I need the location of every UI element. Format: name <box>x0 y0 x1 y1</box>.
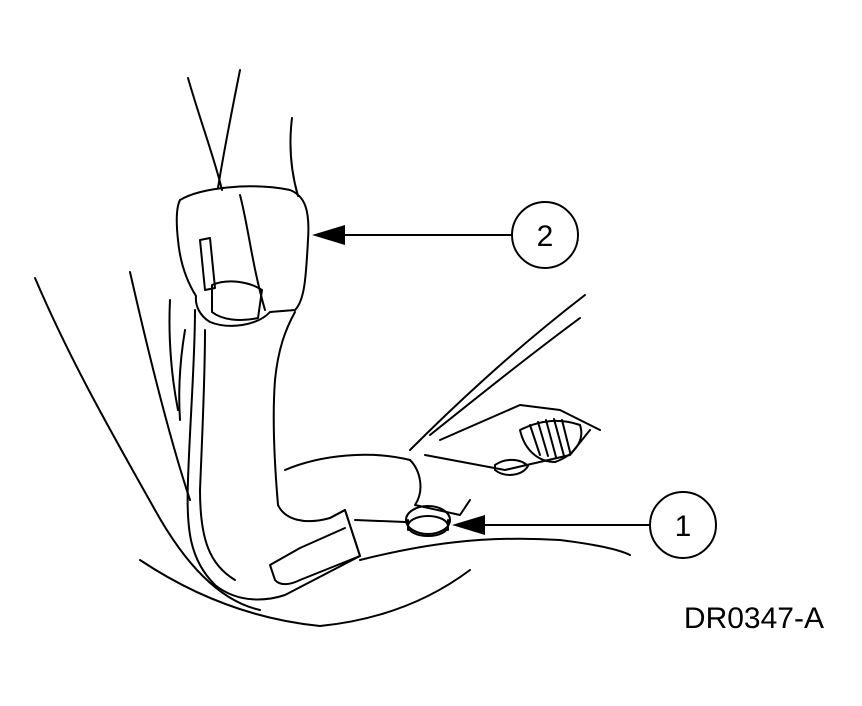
trim-sweep <box>129 271 191 501</box>
retractor-bolt-head <box>405 505 451 535</box>
lower-sill <box>359 537 631 561</box>
belt-guide-texture-2 <box>168 299 179 411</box>
seat-track-lower <box>429 317 581 436</box>
retractor-bolt-shank <box>407 519 449 531</box>
callout-2-number: 2 <box>537 220 554 253</box>
seat-track-rail <box>439 404 601 441</box>
callout-1-arrowhead <box>452 515 485 535</box>
retractor-cover-tab <box>199 237 216 291</box>
seat-coil <box>519 419 583 463</box>
pillar-trim-outline-inner <box>217 69 241 189</box>
belt-guide-inner <box>199 329 236 581</box>
callout-1-number: 1 <box>675 510 692 543</box>
seat-track-upper <box>409 294 586 451</box>
seat-bracket <box>409 459 471 516</box>
seat-cushion-edge <box>284 453 411 471</box>
callout-2: 2 <box>511 201 579 269</box>
belt-guide-outline <box>186 309 361 601</box>
figure-id-label: DR0347-A <box>683 602 824 635</box>
seat-bracket-slot <box>494 458 529 476</box>
belt-guide-texture-1 <box>178 329 186 421</box>
callout-1: 1 <box>649 491 717 559</box>
callout-2-arrowhead <box>312 225 345 245</box>
pillar-trim-outline <box>187 77 223 191</box>
retractor-cover-lip <box>211 280 263 321</box>
seat-coil-ridges <box>529 418 571 458</box>
trim-left-edge <box>34 277 261 611</box>
pillar-seam <box>289 117 299 197</box>
floor-line <box>139 559 471 627</box>
retractor-cover-shape <box>175 185 310 327</box>
anchor-strap <box>354 519 406 523</box>
anchor-plate <box>269 509 361 586</box>
